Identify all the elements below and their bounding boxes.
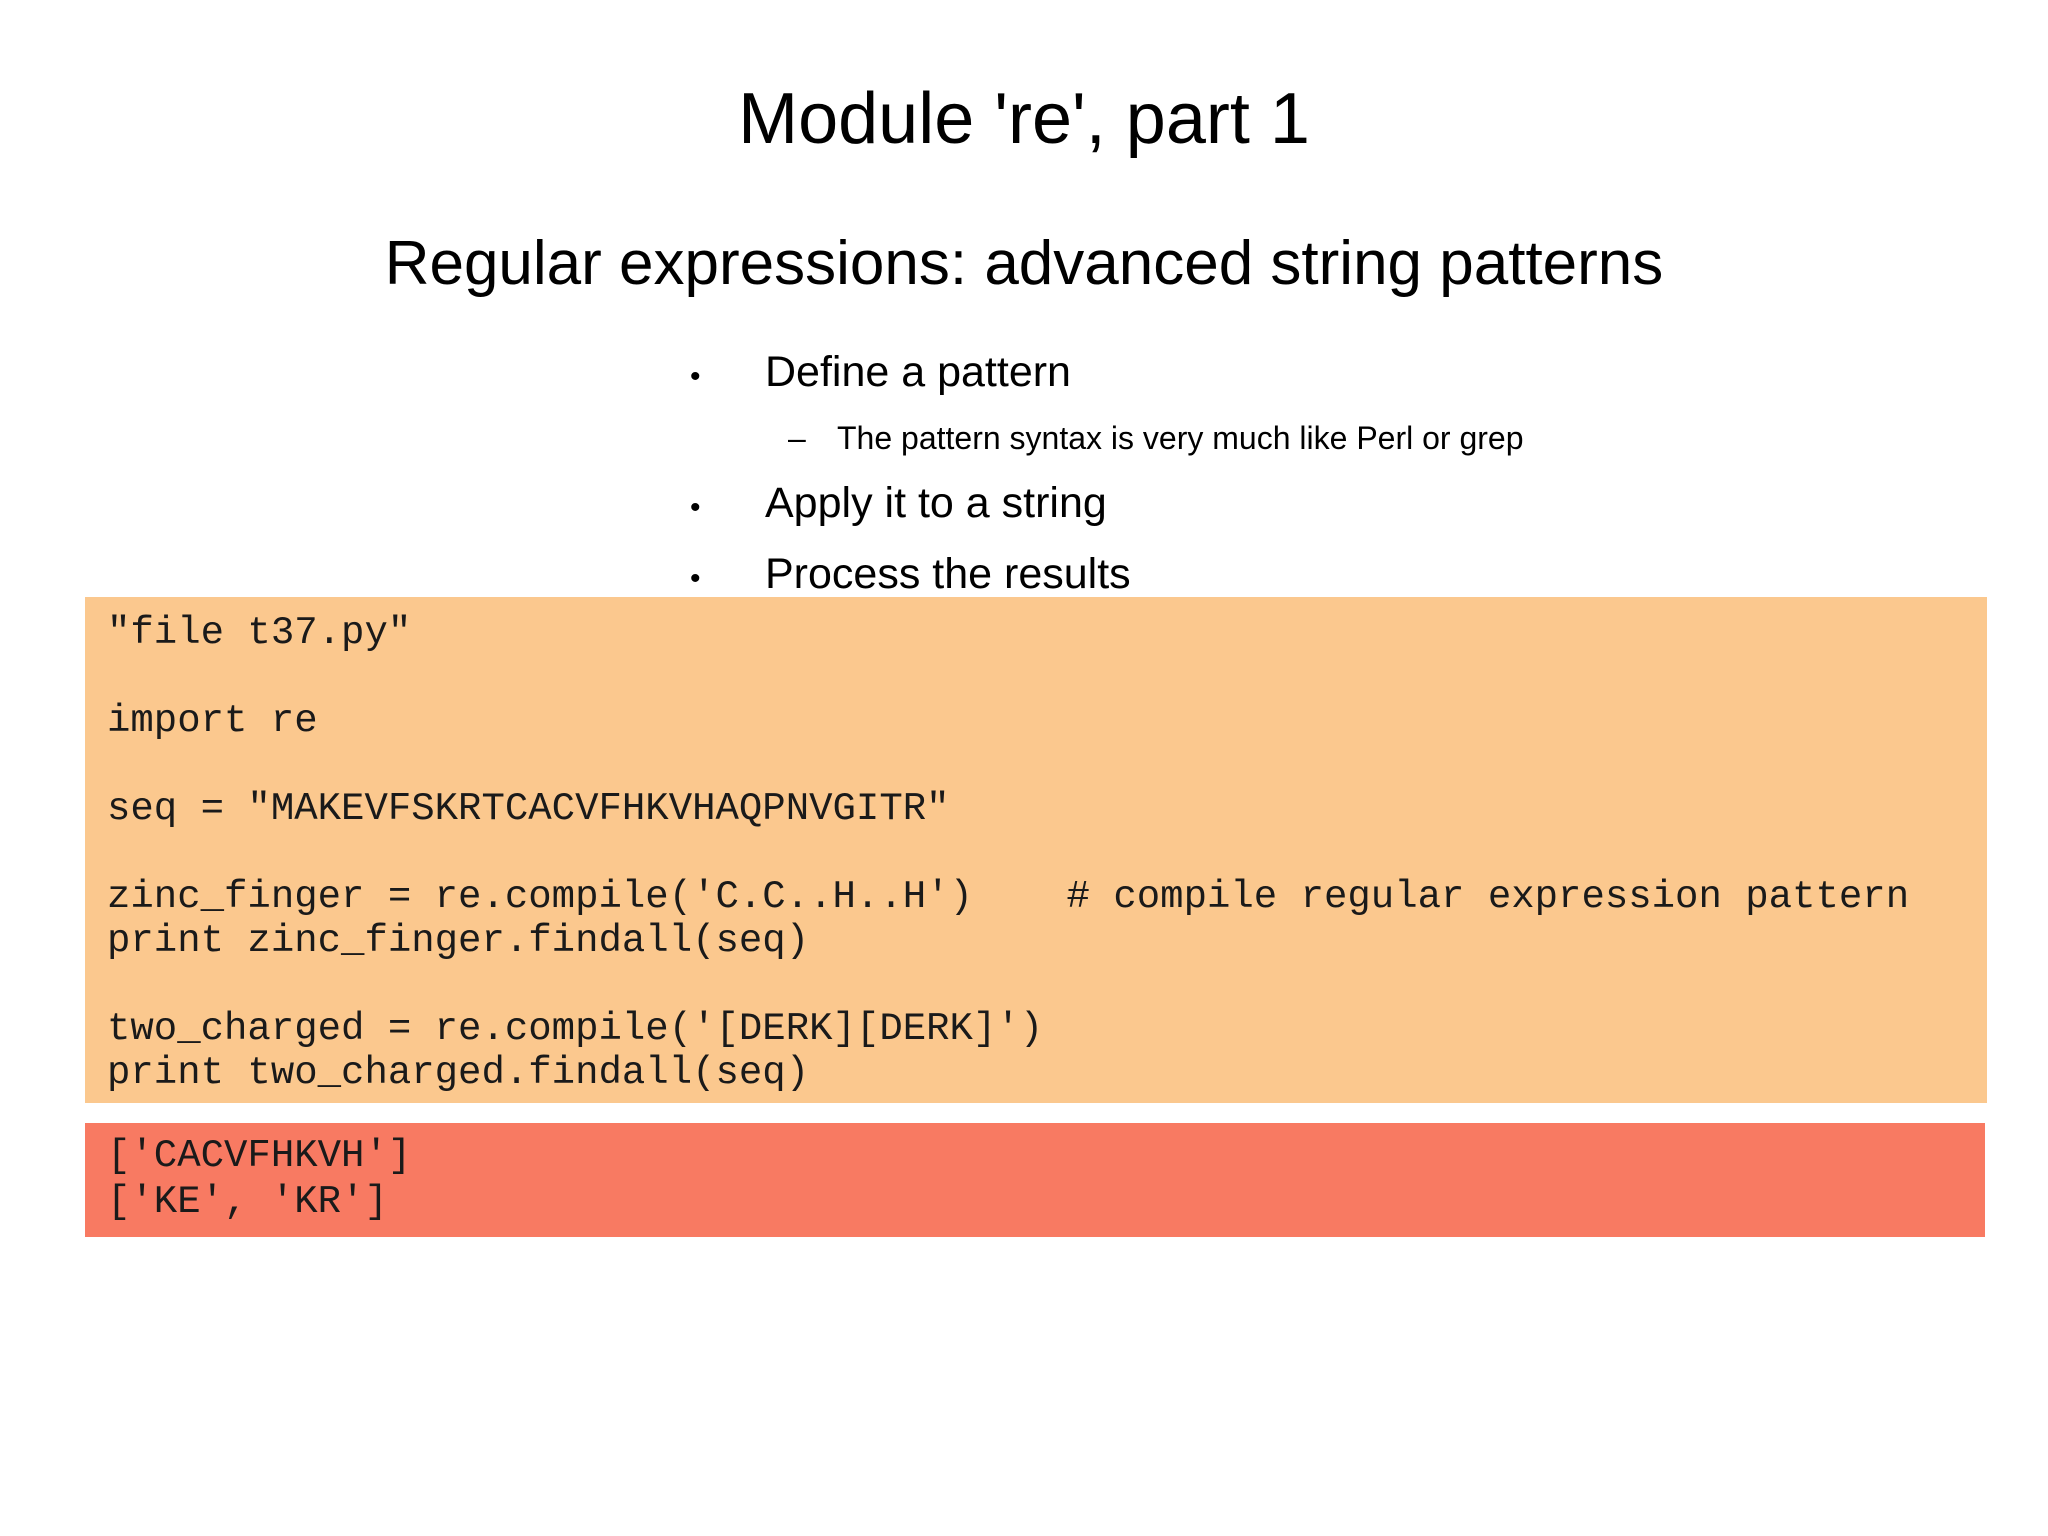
bullet-text: Apply it to a string xyxy=(765,479,1107,527)
bullet-text: Process the results xyxy=(765,550,1131,598)
bullet-item: • Process the results xyxy=(690,548,1524,605)
slide-subtitle: Regular expressions: advanced string pat… xyxy=(384,229,1664,298)
bullet-text: Define a pattern xyxy=(765,348,1071,396)
bullet-item: • Define a pattern xyxy=(690,346,1524,403)
bullet-marker: • xyxy=(690,360,701,393)
output-block: ['CACVFHKVH'] ['KE', 'KR'] xyxy=(85,1123,1985,1237)
bullet-list: • Define a pattern – The pattern syntax … xyxy=(690,346,1524,619)
slide-title: Module 're', part 1 xyxy=(738,79,1310,159)
code-block: "file t37.py" import re seq = "MAKEVFSKR… xyxy=(85,597,1987,1103)
bullet-marker: • xyxy=(690,562,701,595)
bullet-item-sub: – The pattern syntax is very much like P… xyxy=(788,417,1524,459)
bullet-marker: • xyxy=(690,491,701,524)
dash-marker: – xyxy=(788,420,806,456)
bullet-item: • Apply it to a string xyxy=(690,477,1524,534)
bullet-text: The pattern syntax is very much like Per… xyxy=(837,420,1524,456)
